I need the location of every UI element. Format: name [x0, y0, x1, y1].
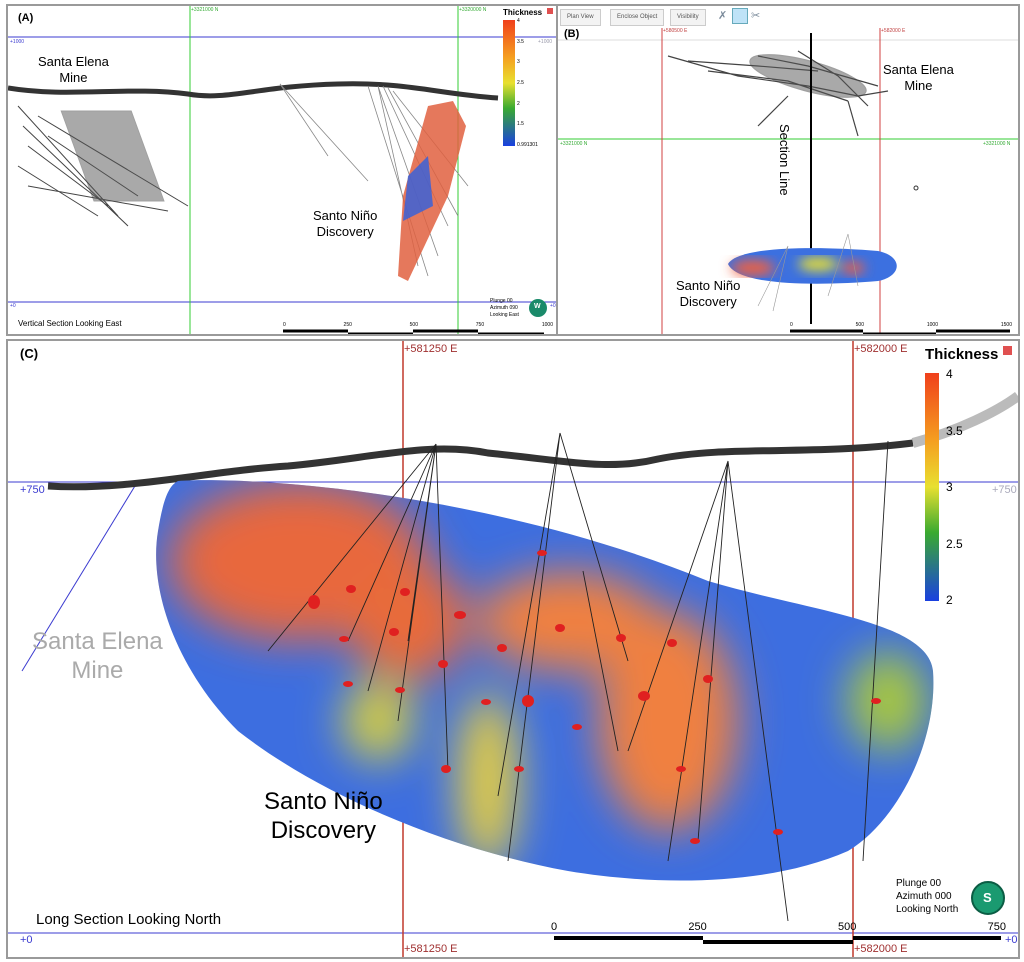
visibility-button[interactable]: Visibility	[670, 9, 706, 26]
panel-b-plan-view: Plan View Enclose Object Visibility ✗ ✂ …	[556, 4, 1020, 336]
compass-letter: S	[983, 890, 992, 905]
view-select[interactable]: Plan View	[560, 9, 601, 26]
enclose-object-button[interactable]: Enclose Object	[610, 9, 665, 26]
compass-icon[interactable]	[529, 299, 547, 317]
grid-label: +3321000 N	[560, 141, 588, 147]
panel-label: (B)	[564, 28, 580, 40]
legend-title: Thickness	[503, 8, 543, 17]
legend-colorbar	[503, 20, 515, 146]
grid-label: +3320000 N	[459, 7, 487, 13]
grid-label: +581250 E	[404, 943, 458, 955]
view-title: Vertical Section Looking East	[18, 319, 122, 328]
topography-surface	[47, 439, 914, 491]
elevation-label: +750	[20, 484, 45, 496]
thickness-solid	[398, 101, 466, 281]
elevation-label: +0	[10, 303, 16, 309]
legend-close-icon[interactable]	[547, 8, 553, 14]
grid-label: +3321000 N	[191, 7, 219, 13]
elevation-label: +0	[1005, 934, 1018, 946]
grid-label: +580500 E	[663, 28, 688, 34]
intercept-markers	[308, 550, 881, 844]
compass-icon[interactable]	[971, 881, 1005, 915]
panel-label: (C)	[20, 346, 39, 361]
legend-colorbar	[925, 373, 939, 601]
tool-icon[interactable]: ✗	[718, 10, 728, 22]
grid-label: +582000 E	[854, 343, 908, 355]
elevation-label: +1000	[10, 39, 25, 45]
compass-letter: W	[534, 303, 541, 310]
elevation-label: +0	[20, 934, 33, 946]
topography-surface	[8, 81, 499, 101]
selected-tool-icon[interactable]	[732, 8, 748, 24]
legend-close-icon[interactable]	[1003, 346, 1012, 355]
panel-c-long-section: (C) +581250 E +582000 E +581250 E +58200…	[6, 339, 1020, 959]
mine-workings	[667, 50, 889, 137]
grid-label: +581250 E	[404, 343, 458, 355]
grid-label: +582000 E	[881, 28, 906, 34]
legend-title: Thickness	[925, 346, 999, 363]
view-title: Long Section Looking North	[36, 911, 222, 928]
grid-label: +3321000 N	[983, 141, 1011, 147]
mine-outline	[21, 480, 139, 672]
panel-label: (A)	[18, 12, 34, 24]
elevation-label: +750	[992, 484, 1017, 496]
drill-holes	[267, 432, 889, 922]
grid-label: +582000 E	[854, 943, 908, 955]
mine-workings	[17, 105, 189, 227]
section-line-label: Section Line	[777, 124, 792, 196]
panel-a-vertical-section: (A) +3321000 N +3320000 N +1000 +1000 +0…	[6, 4, 558, 336]
elevation-label: +1000	[538, 39, 553, 45]
settings-tool-icon[interactable]: ✂	[751, 10, 761, 22]
elevation-label: +0	[550, 303, 556, 309]
